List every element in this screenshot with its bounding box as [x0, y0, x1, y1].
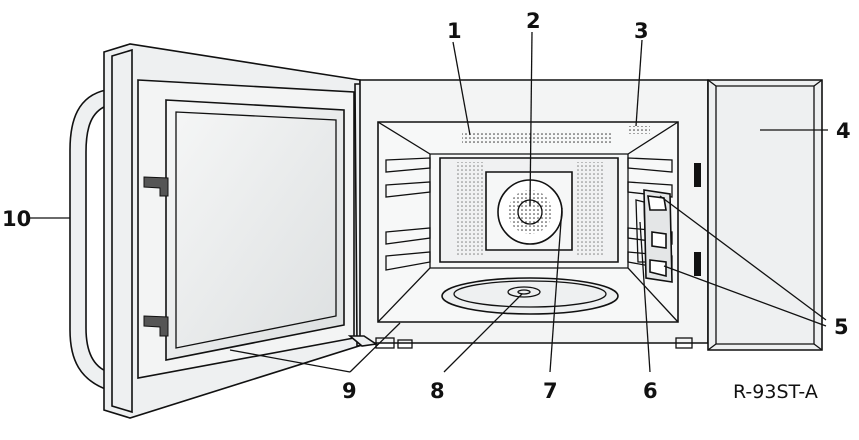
- callout-4: 4: [836, 119, 851, 143]
- leader-lines: [30, 31, 828, 373]
- door-hinge-lower: [143, 315, 169, 337]
- callout-8: 8: [430, 379, 445, 403]
- callout-1: 1: [447, 19, 462, 43]
- model-code: R-93ST-A: [733, 381, 818, 403]
- latch-hole-upper: [694, 163, 701, 187]
- door-window: [165, 99, 345, 361]
- callout-5: 5: [834, 315, 849, 339]
- callout-2: 2: [526, 9, 541, 33]
- door-handle: [69, 89, 109, 392]
- oven-cavity: [377, 121, 679, 323]
- top-vent: [628, 126, 650, 134]
- callout-labels: 1 2 3 4 5 6 7 8 9 10: [2, 9, 851, 403]
- control-panel: [707, 79, 823, 351]
- door: [103, 43, 369, 419]
- waveguide-vent: [462, 133, 612, 143]
- callout-9: 9: [342, 379, 357, 403]
- interlock-latch: [643, 189, 673, 283]
- callout-7: 7: [543, 379, 558, 403]
- callout-10: 10: [2, 207, 31, 231]
- callout-6: 6: [643, 379, 658, 403]
- latch-hole-lower: [694, 252, 701, 276]
- door-hinge-upper: [143, 176, 169, 197]
- callout-3: 3: [634, 19, 649, 43]
- turntable-coupling: [507, 286, 541, 298]
